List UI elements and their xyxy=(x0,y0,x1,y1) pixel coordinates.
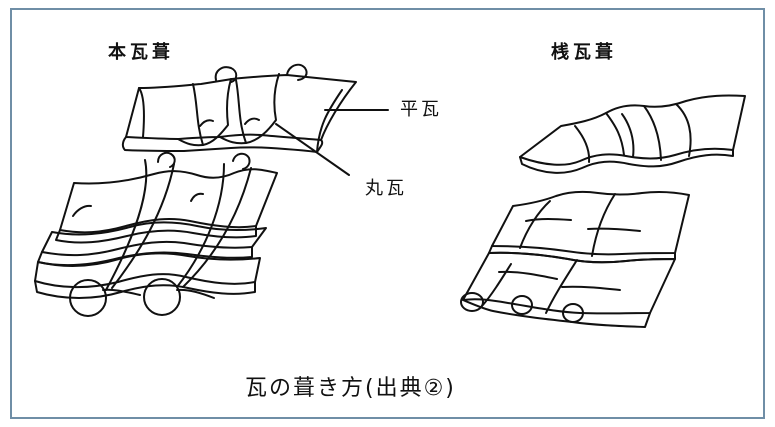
sangawarabuki-title: 桟瓦葺 xyxy=(551,42,617,63)
sangawara-top-illustration xyxy=(519,94,746,174)
illustration-frame xyxy=(10,8,765,419)
sangawara-bottom-illustration xyxy=(460,190,690,328)
hon-gawara-top-illustration xyxy=(121,63,357,153)
marugawara-label: 丸瓦 xyxy=(365,178,407,199)
figure-caption: 瓦の葺き方(出典②) xyxy=(245,376,456,401)
hon-gawara-bottom-illustration xyxy=(34,151,278,317)
hiragawara-label: 平瓦 xyxy=(400,99,442,120)
hon-gawarabuki-title: 本瓦葺 xyxy=(108,42,174,63)
marugawara-callout-line xyxy=(275,123,350,176)
